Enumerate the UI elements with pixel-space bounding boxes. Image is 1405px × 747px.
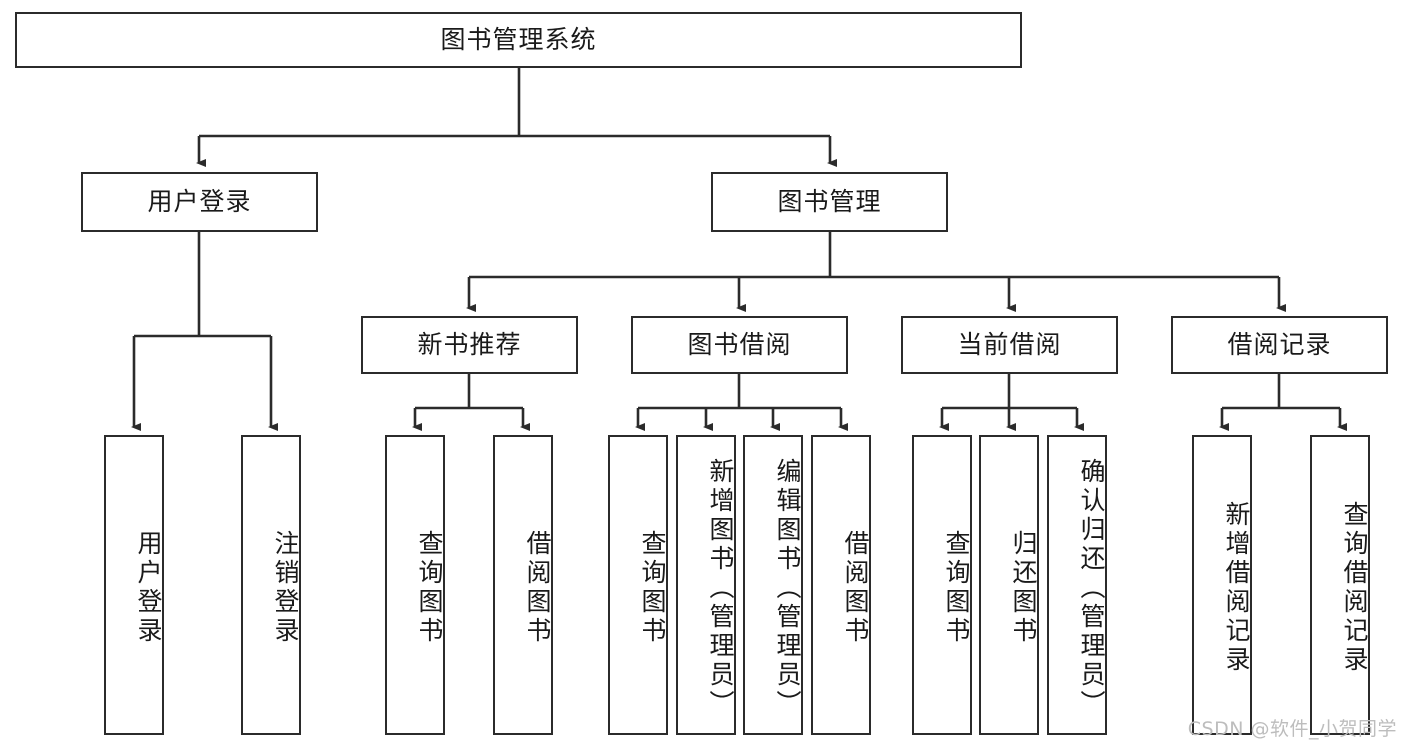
node-label: 查询图书 (942, 530, 971, 646)
node-label: 编辑图书（管理员） (773, 457, 802, 719)
leaf-book-borrow-query[interactable]: 查询图书 (608, 435, 668, 735)
node-root-system[interactable]: 图书管理系统 (15, 12, 1022, 68)
leaf-user-login-login[interactable]: 用户登录 (104, 435, 164, 735)
node-label: 查询图书 (638, 530, 667, 646)
node-label: 归还图书 (1009, 530, 1038, 646)
node-label: 借阅记录 (1227, 330, 1332, 359)
node-label: 确认归还（管理员） (1077, 457, 1106, 719)
node-label: 图书管理 (777, 187, 882, 216)
node-label: 图书借阅 (687, 330, 792, 359)
leaf-borrow-record-add[interactable]: 新增借阅记录 (1192, 435, 1252, 735)
node-new-book-recommend[interactable]: 新书推荐 (361, 316, 578, 374)
leaf-current-borrow-query[interactable]: 查询图书 (912, 435, 972, 735)
node-current-borrow[interactable]: 当前借阅 (901, 316, 1118, 374)
node-borrow-record[interactable]: 借阅记录 (1171, 316, 1388, 374)
leaf-book-borrow-add[interactable]: 新增图书（管理员） (676, 435, 736, 735)
leaf-book-borrow-edit[interactable]: 编辑图书（管理员） (743, 435, 803, 735)
node-label: 用户登录 (147, 187, 252, 216)
leaf-current-borrow-confirm[interactable]: 确认归还（管理员） (1047, 435, 1107, 735)
node-label: 新增借阅记录 (1222, 501, 1251, 675)
node-label: 查询借阅记录 (1340, 501, 1369, 675)
leaf-new-book-query[interactable]: 查询图书 (385, 435, 445, 735)
node-user-login[interactable]: 用户登录 (81, 172, 318, 232)
leaf-user-login-logout[interactable]: 注销登录 (241, 435, 301, 735)
node-label: 当前借阅 (957, 330, 1062, 359)
leaf-borrow-record-query[interactable]: 查询借阅记录 (1310, 435, 1370, 735)
node-label: 查询图书 (415, 530, 444, 646)
node-label: 用户登录 (134, 530, 163, 646)
node-label: 注销登录 (271, 530, 300, 646)
node-book-borrow[interactable]: 图书借阅 (631, 316, 848, 374)
node-label: 图书管理系统 (440, 25, 597, 54)
node-label: 新增图书（管理员） (706, 457, 735, 719)
watermark-text: CSDN @软件_小贺同学 (1187, 718, 1397, 740)
node-label: 借阅图书 (523, 530, 552, 646)
leaf-new-book-borrow[interactable]: 借阅图书 (493, 435, 553, 735)
node-label: 借阅图书 (841, 530, 870, 646)
node-book-management[interactable]: 图书管理 (711, 172, 948, 232)
leaf-book-borrow-borrow[interactable]: 借阅图书 (811, 435, 871, 735)
leaf-current-borrow-return[interactable]: 归还图书 (979, 435, 1039, 735)
node-label: 新书推荐 (417, 330, 522, 359)
